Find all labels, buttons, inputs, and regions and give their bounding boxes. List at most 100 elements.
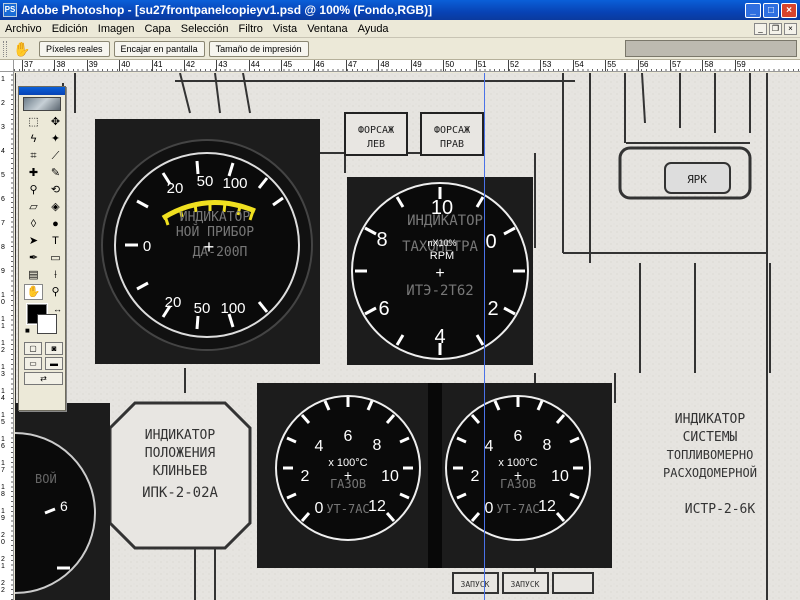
menu-edicion[interactable]: Edición (51, 22, 88, 35)
pen-tool-icon[interactable]: ✒ (28, 252, 39, 264)
maximize-button[interactable]: □ (763, 2, 779, 18)
swap-colors-icon[interactable]: ↔ (53, 304, 62, 314)
menu-ventana[interactable]: Ventana (307, 22, 348, 35)
svg-text:ИТЭ-2Т62: ИТЭ-2Т62 (406, 283, 473, 299)
dodge-tool-icon[interactable]: ● (52, 218, 59, 230)
side-gauge-bg-text: ВОЙ (35, 471, 57, 486)
zoom-tool-icon[interactable]: ⚲ (51, 286, 60, 298)
vsi-center-mark: + (204, 237, 215, 257)
ruler-label: 7 (1, 220, 5, 227)
palette-well[interactable] (625, 40, 797, 57)
eraser-tool-icon[interactable]: ▱ (29, 201, 38, 213)
ruler-major-tick (443, 60, 445, 71)
menu-archivo[interactable]: Archivo (5, 22, 42, 35)
title-bar[interactable]: PS Adobe Photoshop - [su27frontpanelcopi… (0, 0, 800, 20)
hand-tool-icon[interactable]: ✋ (24, 284, 43, 300)
menu-seleccion[interactable]: Selección (180, 22, 229, 35)
vertical-guide[interactable] (484, 73, 485, 600)
document-canvas[interactable]: ЯРК ФОРСАЖ ЛЕВ ФОРСАЖ ПРАВ (15, 73, 800, 600)
doc-restore-button[interactable]: ❐ (769, 22, 782, 35)
crop-tool-icon[interactable]: ⌗ (30, 150, 37, 162)
doc-minimize-button[interactable]: _ (754, 22, 767, 35)
path-select-icon[interactable]: ➤ (28, 235, 39, 247)
adobe-online-button[interactable] (23, 97, 61, 111)
bucket-tool-icon[interactable]: ◈ (51, 201, 60, 213)
magic-wand-icon[interactable]: ✦ (50, 133, 61, 145)
ruler-label: 39 (88, 60, 98, 69)
doc-close-button[interactable]: × (784, 22, 797, 35)
lasso-tool-icon[interactable]: ϟ (30, 133, 37, 145)
temp-gauge-right: ГАЗОВ УТ-7АС 0 2 4 6 8 10 12 x 100°C + (445, 395, 591, 541)
slice-tool-icon[interactable]: ⟋ (51, 150, 60, 162)
close-button[interactable]: × (781, 2, 797, 18)
background-color[interactable] (37, 314, 57, 334)
ruler-major-tick (410, 60, 412, 71)
standard-screen-button[interactable]: ▭ (24, 357, 42, 370)
ruler-label: 54 (574, 60, 584, 69)
jump-to-imageready-button[interactable]: ⇄ (24, 372, 63, 385)
move-tool-icon[interactable]: ✥ (50, 116, 61, 128)
notes-tool-icon[interactable]: ▤ (28, 269, 39, 281)
ruler-major-tick (119, 60, 121, 71)
temp-right-label-2: 2 (471, 468, 480, 485)
temp-left-label-0: 0 (315, 500, 324, 517)
healing-brush-icon[interactable]: ✚ (28, 167, 39, 179)
fit-on-screen-button[interactable]: Encajar en pantalla (113, 40, 205, 57)
ruler-major-tick (734, 60, 736, 71)
zapusk-button-right (502, 572, 549, 594)
temp-left-label-10: 10 (381, 468, 399, 485)
history-brush-icon[interactable]: ⟲ (50, 184, 61, 196)
full-screen-menu-button[interactable]: ▬ (45, 357, 63, 370)
print-size-button[interactable]: Tamaño de impresión (208, 40, 309, 57)
svg-text:ТОПЛИВОМЕРНО: ТОПЛИВОМЕРНО (667, 448, 754, 462)
ruler-label: 3 (1, 124, 5, 131)
menu-vista[interactable]: Vista (272, 22, 298, 35)
ruler-label: 53 (542, 60, 552, 69)
istr-text: ИНДИКАТОР СИСТЕМЫ ТОПЛИВОМЕРНО РАСХОДОМЕ… (663, 412, 757, 517)
marquee-tool-icon[interactable]: ⬚ (28, 116, 39, 128)
menu-ayuda[interactable]: Ayuda (357, 22, 389, 35)
photoshop-app-icon[interactable]: PS (3, 3, 17, 17)
temp-right-label-12: 12 (538, 498, 556, 515)
rectangle-tool-icon[interactable]: ▭ (50, 252, 61, 264)
blur-tool-icon[interactable]: ◊ (30, 218, 37, 230)
eyedropper-icon[interactable]: ⟊ (54, 269, 57, 281)
menu-capa[interactable]: Capa (144, 22, 171, 35)
temp-right-label-10: 10 (551, 468, 569, 485)
tools-palette-titlebar[interactable] (19, 87, 65, 95)
stamp-tool-icon[interactable]: ⚲ (29, 184, 38, 196)
imageready-row: ⇄ (24, 372, 65, 385)
ruler-origin[interactable] (0, 60, 14, 72)
ruler-label: 16 (1, 436, 5, 450)
ruler-label: 2 (1, 100, 5, 107)
ruler-major-tick (637, 60, 639, 71)
vsi-yellow-arc (161, 200, 256, 221)
actual-pixels-button[interactable]: Píxeles reales (39, 40, 110, 57)
brush-tool-icon[interactable]: ✎ (50, 167, 61, 179)
options-bar-grip[interactable] (3, 40, 7, 57)
tools-palette[interactable]: ⬚ ✥ ϟ ✦ ⌗ ⟋ ✚ ✎ ⚲ ⟲ ▱ ◈ ◊ ● ➤ T ✒ ▭ ▤ ⟊ ✋ ⚲ ↔ ■ ▢ ◙ ▭ ▬ ⇄ (18, 86, 66, 411)
rpm-label-4: 4 (434, 326, 445, 348)
default-colors-icon[interactable]: ■ (25, 326, 30, 335)
menu-filtro[interactable]: Filtro (238, 22, 263, 35)
standard-mode-button[interactable]: ▢ (24, 342, 42, 355)
svg-text:+: + (514, 467, 522, 483)
ruler-major-tick (702, 60, 704, 71)
quickmask-mode-button[interactable]: ◙ (45, 342, 63, 355)
minimize-button[interactable]: _ (745, 2, 761, 18)
type-tool-icon[interactable]: T (52, 235, 59, 247)
vsi-gauge-dial (114, 152, 300, 338)
ruler-label: 49 (412, 60, 422, 69)
ruler-label: 47 (348, 60, 357, 69)
menu-imagen[interactable]: Imagen (97, 22, 135, 35)
forsazh-lev-line1: ФОРСАЖ (358, 125, 394, 136)
ruler-label: 11 (1, 316, 5, 330)
ruler-label: 51 (477, 60, 487, 69)
svg-text:РАСХОДОМЕРНОЙ: РАСХОДОМЕРНОЙ (663, 465, 757, 480)
hand-icon: ✋ (13, 40, 31, 57)
ruler-label: 18 (1, 484, 5, 498)
temp-left-label-2: 2 (301, 468, 310, 485)
ruler-label: 57 (672, 60, 681, 69)
